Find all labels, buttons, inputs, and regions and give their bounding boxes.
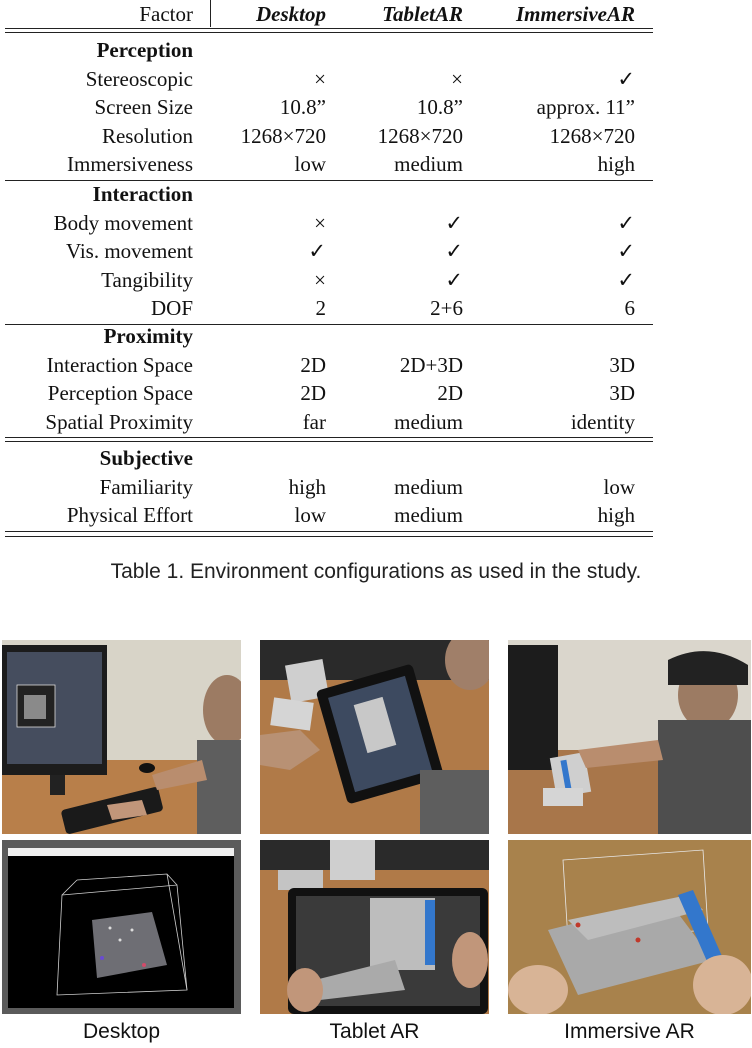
factor-label: Tangibility — [101, 267, 193, 292]
table-row: Tangibility × ✓ ✓ — [5, 266, 653, 294]
value-cell: × — [314, 66, 326, 91]
factor-label: Interaction Space — [46, 352, 193, 377]
factor-label: Stereoscopic — [85, 66, 193, 91]
value-cell: 1268×720 — [549, 123, 635, 148]
table-row: Interaction Space 2D 2D+3D 3D — [5, 351, 653, 379]
section-title: Subjective — [99, 446, 193, 470]
label-desktop: Desktop — [82, 1020, 161, 1043]
table-row: Physical Effort low medium high — [5, 501, 653, 529]
factor-label: Resolution — [101, 123, 193, 148]
factor-label: Physical Effort — [66, 503, 193, 527]
value-cell: ✓ — [445, 210, 463, 235]
table-row: Stereoscopic × × ✓ — [5, 65, 653, 93]
value-cell: ✓ — [445, 239, 463, 263]
section-row: Proximity — [5, 322, 653, 350]
table-row: Perception Space 2D 2D 3D — [5, 379, 653, 407]
table-row: Resolution 1268×720 1268×720 1268×720 — [5, 122, 653, 150]
value-cell: 10.8” — [279, 95, 326, 119]
value-cell: ✓ — [617, 239, 635, 263]
factor-label: Screen Size — [94, 95, 193, 119]
value-cell: 3D — [609, 381, 635, 405]
value-cell: high — [597, 503, 635, 527]
value-cell: identity — [570, 409, 635, 434]
label-tablet-ar: Tablet AR — [329, 1020, 420, 1043]
factor-label: DOF — [150, 296, 193, 320]
value-cell: ✓ — [617, 210, 635, 235]
immersive-ar-setup-photo — [508, 640, 751, 834]
rule — [5, 32, 653, 33]
table-row: Body movement × ✓ ✓ — [5, 209, 653, 237]
factor-label: Body movement — [53, 210, 193, 235]
header-factor: Factor — [139, 2, 193, 26]
value-cell: ✓ — [617, 66, 635, 91]
rule — [5, 179, 653, 181]
value-cell: 2D+3D — [399, 352, 463, 377]
value-cell: high — [288, 474, 326, 499]
table-row: DOF 2 2+6 6 — [5, 294, 653, 322]
value-cell: 2D — [437, 381, 463, 405]
value-cell: medium — [394, 409, 463, 434]
rule — [5, 437, 653, 438]
value-cell: 1268×720 — [377, 123, 463, 148]
section-row: Subjective — [5, 444, 653, 472]
factor-label: Vis. movement — [65, 239, 193, 263]
table-row: Spatial Proximity far medium identity — [5, 408, 653, 436]
immersive-ar-view-photo — [508, 840, 751, 1014]
value-cell: low — [603, 474, 636, 499]
label-immersive-ar: Immersive AR — [564, 1020, 695, 1043]
value-cell: ✓ — [308, 239, 326, 263]
table-row: Familiarity high medium low — [5, 473, 653, 501]
value-cell: low — [294, 152, 327, 176]
value-cell: 2D — [300, 381, 326, 405]
value-cell: 2D — [300, 352, 326, 377]
value-cell: ✓ — [445, 267, 463, 292]
table-header-row: Factor Desktop TabletAR ImmersiveAR — [5, 0, 653, 28]
header-desktop: Desktop — [256, 2, 326, 26]
header-divider — [210, 0, 211, 27]
value-cell: 1268×720 — [240, 123, 326, 148]
section-row: Perception — [5, 36, 653, 64]
table-row: Immersiveness low medium high — [5, 150, 653, 178]
value-cell: × — [314, 210, 326, 235]
rule — [5, 441, 653, 442]
header-tabletar: TabletAR — [382, 2, 463, 26]
rule — [5, 323, 653, 325]
value-cell: 2 — [315, 296, 327, 320]
value-cell: medium — [394, 474, 463, 499]
value-cell: high — [597, 152, 635, 176]
rule — [5, 530, 653, 532]
tablet-ar-setup-photo — [260, 640, 489, 834]
value-cell: 3D — [609, 352, 635, 377]
value-cell: 6 — [624, 296, 636, 320]
desktop-screen-capture — [2, 840, 241, 1014]
value-cell: 10.8” — [416, 95, 463, 119]
factor-label: Spatial Proximity — [45, 409, 193, 434]
section-title: Perception — [96, 38, 193, 62]
rule — [5, 28, 653, 29]
table-caption: Table 1. Environment configurations as u… — [110, 560, 642, 583]
tablet-ar-closeup-photo — [260, 840, 489, 1014]
factor-label: Perception Space — [47, 381, 193, 405]
value-cell: medium — [394, 152, 463, 176]
value-cell: far — [302, 409, 326, 434]
value-cell: low — [294, 503, 327, 527]
section-row: Interaction — [5, 180, 653, 208]
table-row: Vis. movement ✓ ✓ ✓ — [5, 237, 653, 265]
value-cell: × — [451, 66, 463, 91]
value-cell: ✓ — [617, 267, 635, 292]
value-cell: × — [314, 267, 326, 292]
factor-label: Immersiveness — [67, 152, 193, 176]
section-title: Proximity — [103, 324, 193, 348]
value-cell: medium — [394, 503, 463, 527]
section-title: Interaction — [92, 182, 193, 206]
table-row: Screen Size 10.8” 10.8” approx. 11” — [5, 93, 653, 121]
value-cell: 2+6 — [430, 296, 463, 320]
desktop-setup-photo — [2, 640, 241, 834]
rule — [5, 535, 653, 537]
header-immersivear: ImmersiveAR — [516, 2, 635, 26]
factor-label: Familiarity — [99, 474, 193, 499]
value-cell: approx. 11” — [536, 95, 635, 119]
